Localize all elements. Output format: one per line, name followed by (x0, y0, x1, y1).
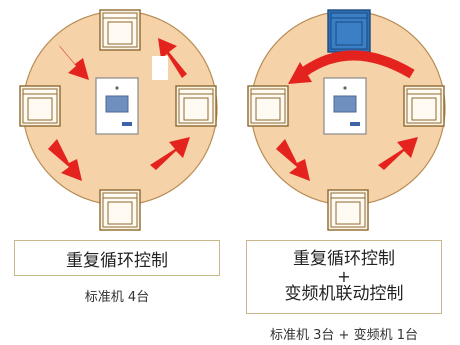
right-caption-box: 重复循环控制 + 变频机联动控制 (246, 240, 442, 314)
left-machine-left (19, 85, 61, 127)
right-arrow-bottom-to-right (378, 137, 418, 170)
left-arrow-right-to-top (158, 38, 187, 78)
left-caption-box: 重复循环控制 (14, 240, 220, 276)
right-arrow-left-to-bottom (276, 139, 310, 181)
left-caption: 重复循环控制 (66, 250, 168, 271)
right-caption-line2: 变频机联动控制 (284, 284, 404, 304)
right-caption-line1: 重复循环控制 (293, 249, 395, 269)
left-arrow-top-to-left (59, 45, 89, 80)
left-gap-marker (152, 56, 168, 80)
left-center-unit (95, 77, 139, 135)
right-center-unit (323, 77, 367, 135)
diagram-canvas (19, 9, 446, 231)
left-diagram (19, 9, 218, 231)
left-arrow-bottom-to-right (150, 137, 190, 170)
right-arrow-curve-head (288, 62, 312, 84)
right-machine-bottom (327, 189, 369, 231)
inverter-machine (327, 9, 371, 53)
right-subtitle: 标准机 3台 + 变频机 1台 (270, 328, 418, 343)
right-machine-left (247, 85, 289, 127)
left-machine-top (99, 9, 141, 51)
right-caption-plus: + (337, 267, 351, 286)
left-machine-bottom (99, 189, 141, 231)
left-machine-right (175, 85, 217, 127)
right-diagram (247, 9, 446, 231)
right-machine-right (403, 85, 445, 127)
left-subtitle: 标准机 4台 (84, 290, 150, 305)
left-arrow-left-to-bottom (48, 139, 82, 181)
right-arrow-curve (301, 50, 415, 79)
